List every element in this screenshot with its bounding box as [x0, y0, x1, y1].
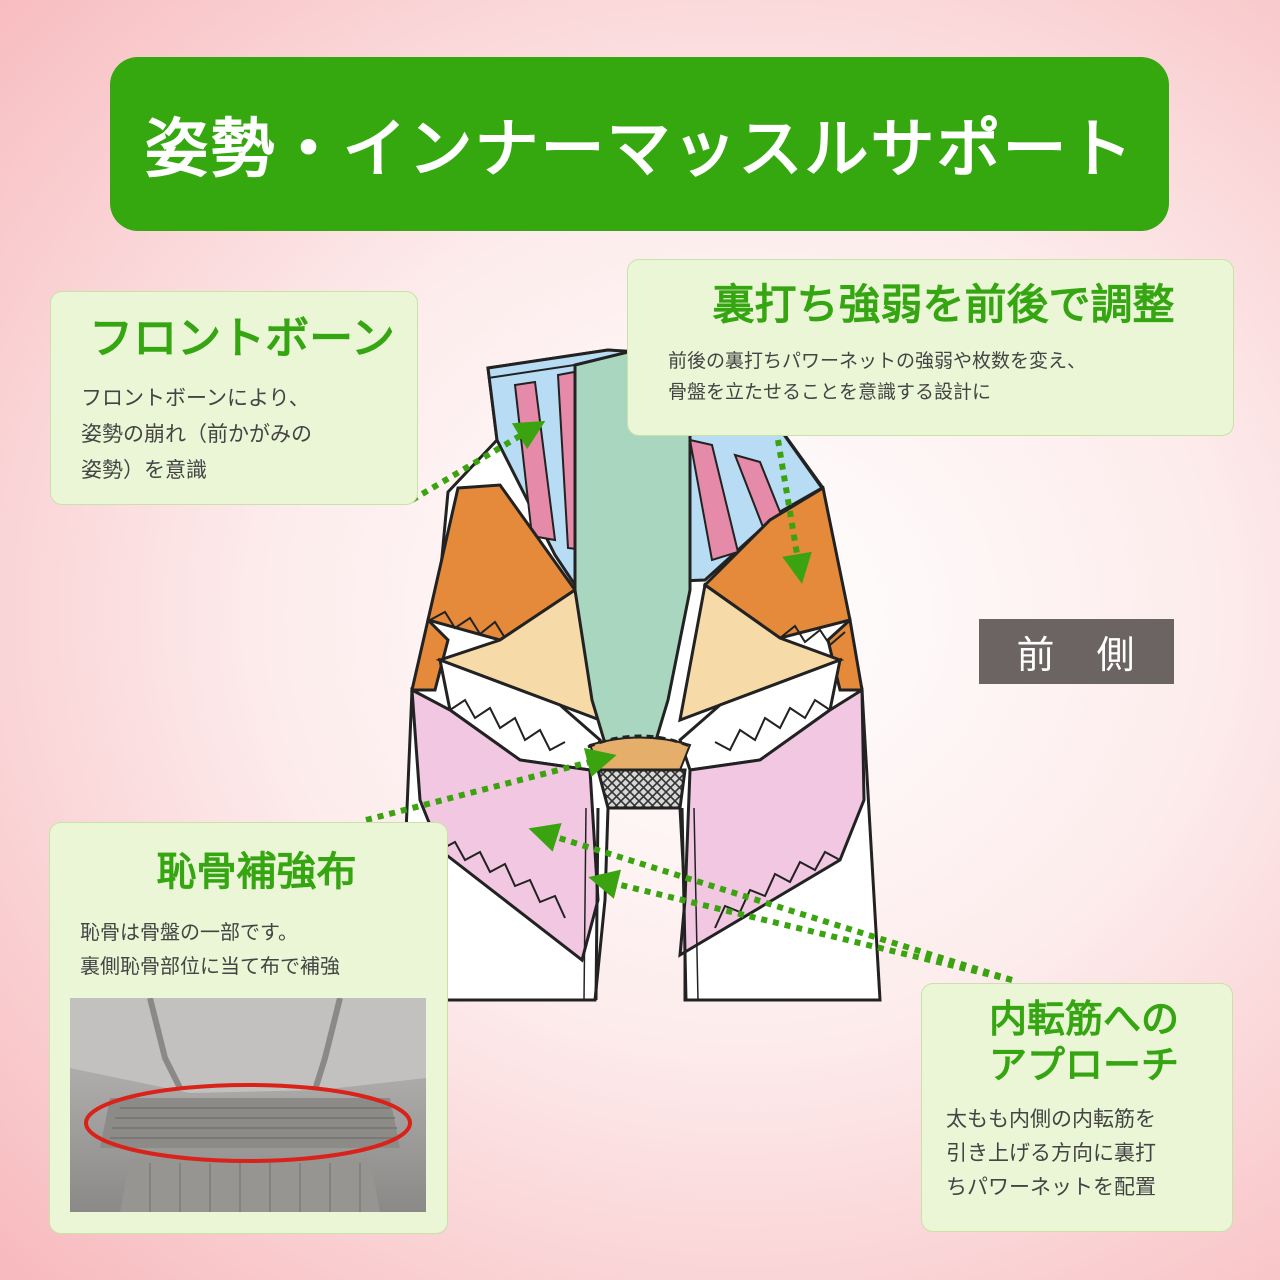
zigzag-seam-right-1	[779, 624, 846, 647]
arrow-adductor-1	[528, 823, 1013, 983]
zigzag-seam-right-2	[714, 698, 831, 752]
pubic-heading: 恥骨補強布	[156, 849, 357, 895]
zigzag-seam-left-3	[439, 840, 566, 919]
zigzag-seam-left-1	[429, 610, 506, 639]
front-bone-line-2: 姿勢の崩れ（前かがみの	[81, 422, 312, 446]
adjust-line-2: 骨盤を立たせることを意識する設計に	[668, 381, 992, 403]
pubic-line-2: 裏側恥骨部位に当て布で補強	[80, 954, 340, 978]
adductor-heading-line-1: 内転筋への	[988, 997, 1179, 1041]
highlight-ring	[84, 1083, 412, 1163]
callout-pubic: 恥骨補強布 恥骨は骨盤の一部です。 裏側恥骨部位に当て布で補強	[49, 822, 448, 1234]
front-bone-line-3: 姿勢）を意識	[81, 458, 207, 482]
adductor-line-3: ちパワーネットを配置	[946, 1175, 1156, 1199]
callout-adductor: 内転筋への アプローチ 太もも内側の内転筋を 引き上げる方向に裏打 ちパワーネッ…	[921, 983, 1233, 1232]
zigzag-seam-left-2	[449, 698, 566, 752]
callout-adjust: 裏打ち強弱を前後で調整 前後の裏打ちパワーネットの強弱や枚数を変え、 骨盤を立た…	[627, 259, 1234, 436]
crotch-mesh-gusset	[596, 768, 687, 810]
photo-knit-band	[100, 1098, 400, 1148]
photo-lower-ribs	[149, 1163, 361, 1212]
inner-leg-left-stitch	[583, 807, 587, 1001]
adductor-line-1: 太もも内側の内転筋を	[946, 1107, 1156, 1131]
hip-side-left	[410, 617, 450, 692]
front-bone-heading: フロントボーン	[89, 313, 395, 364]
title-banner: 姿勢・インナーマッスルサポート	[110, 57, 1169, 231]
arrow-adjust	[775, 439, 812, 584]
arrow-adductor-2	[588, 869, 1013, 983]
photo-seam-right	[312, 998, 343, 1091]
adductor-line-2: 引き上げる方向に裏打	[946, 1141, 1156, 1165]
beige-panel-left	[435, 587, 602, 723]
front-side-label: 前 側	[979, 619, 1174, 684]
front-bone-line-1: フロントボーンにより、	[81, 386, 310, 410]
photo-upper-fabric	[70, 998, 426, 1093]
fabric-photo	[70, 998, 426, 1212]
inner-leg-right	[680, 807, 688, 1001]
photo-knit-lines	[110, 1107, 398, 1139]
photo-seam-left	[147, 998, 183, 1090]
zigzag-seam-right-3	[714, 850, 841, 929]
adjust-line-1: 前後の裏打ちパワーネットの強弱や枚数を変え、	[668, 350, 1087, 372]
fabric-photo-drawing	[70, 998, 426, 1212]
pubic-line-1: 恥骨は骨盤の一部です。	[80, 920, 298, 944]
adductor-heading-line-2: アプローチ	[988, 1043, 1179, 1087]
adductor-heading: 内転筋への アプローチ	[946, 996, 1222, 1088]
adjust-heading: 裏打ち強弱を前後で調整	[712, 280, 1175, 329]
pubic-dashed-outline	[587, 734, 693, 749]
callout-front-bone: フロントボーン フロントボーンにより、 姿勢の崩れ（前かがみの 姿勢）を意識	[50, 291, 418, 505]
page-title: 姿勢・インナーマッスルサポート	[144, 113, 1135, 187]
arrow-pubic	[365, 748, 617, 823]
front-side-label-text: 前 側	[1016, 633, 1137, 677]
photo-lower-panel	[120, 1158, 380, 1212]
inner-leg-left	[594, 807, 600, 1001]
